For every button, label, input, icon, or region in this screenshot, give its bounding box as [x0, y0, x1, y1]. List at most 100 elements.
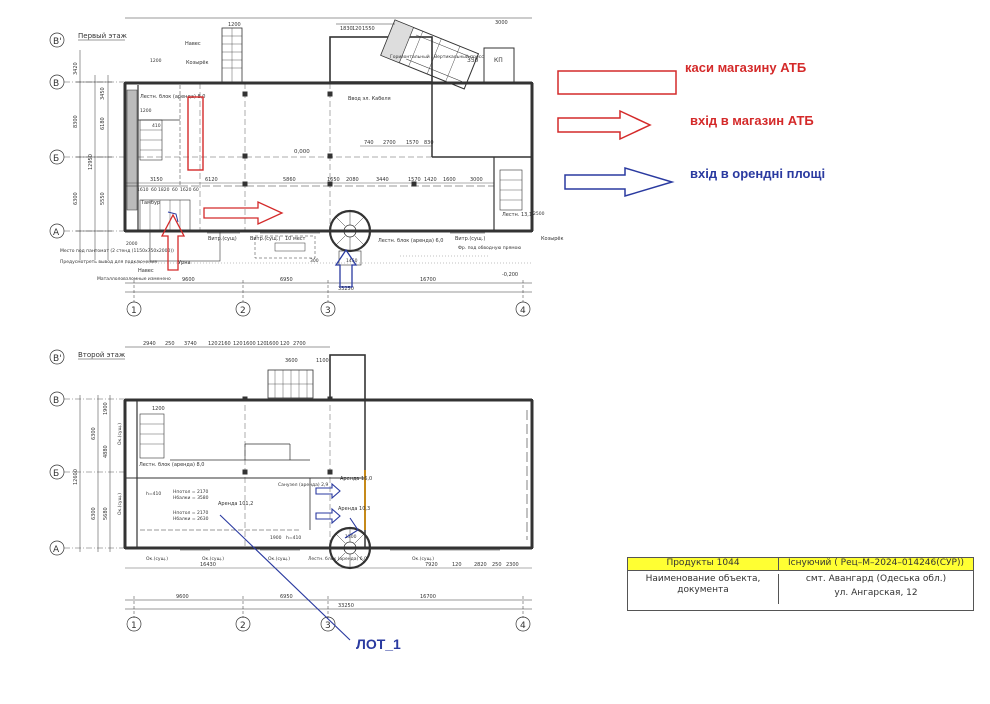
rent-entry-arrow-f2b [315, 507, 341, 525]
lot-label: ЛОТ_1 [356, 636, 401, 652]
f1-axis-row-0: В' [53, 37, 62, 47]
stamp-status: Існуючий ( Рец–М–2024–014246(СУР)) [779, 558, 973, 571]
f1-inner-6: 1570 [408, 177, 421, 183]
rent-entry-arrow-f2a [315, 482, 341, 500]
floor2-row-axes: В' В Б А [49, 349, 125, 556]
f1-span-1: 6950 [280, 277, 293, 283]
f2-1900: 1900 [270, 535, 282, 541]
f1-inner-7: 1420 [424, 177, 437, 183]
f2-top-10: 2700 [293, 341, 306, 347]
stamp-name-label: Наименование объекта, документа [628, 574, 779, 604]
f1-inner2-3: 830 [424, 140, 434, 146]
f2-top-1: 250 [165, 341, 175, 347]
f1-inner-4: 2080 [346, 177, 359, 183]
f1-2000: 2000 [126, 241, 138, 247]
f1-410: 410 [152, 123, 161, 129]
f2-top-3: 120 [208, 341, 218, 347]
f1-small-1: 60 [151, 187, 157, 193]
f1-300: 300 [310, 258, 319, 264]
floor1-annotations [160, 96, 358, 288]
f1-kp: КП [494, 57, 503, 64]
f2-left-1: 6300 [91, 427, 97, 440]
f1-level-m: -0,200 [502, 272, 518, 278]
f1-small-4: 1620 [180, 187, 192, 193]
f2-axis-col-1: 2 [240, 621, 246, 631]
f1-left-dim-4: 6300 [73, 192, 79, 205]
f1-axis-row-1: В [53, 79, 59, 89]
f1-left-dim-2: 6180 [100, 117, 106, 130]
f2-bi-1: 7920 [425, 562, 438, 568]
f1-inner-8: 1600 [443, 177, 456, 183]
f1-axis-row-2: Б [53, 154, 59, 164]
f2-top-4: 2160 [218, 341, 231, 347]
f2-sanuzel: Санузел (аренда) 2,9 [278, 482, 328, 488]
f1-lestn2: Лестн. блок (аренда) 6,0 [378, 238, 443, 244]
f1-small-2: 1820 [158, 187, 170, 193]
f1-n1200a: 1200 [228, 22, 241, 28]
f2-ok1: Ок.(сущ.) [117, 423, 123, 445]
f1-mest: 10 мест [285, 236, 306, 242]
f1-350: 350 [467, 57, 479, 64]
f1-inner2-1: 2700 [383, 140, 396, 146]
f1-top-dim-2: 1550 [362, 26, 375, 32]
legend-atb-entry-arrow [557, 109, 652, 141]
f2-3600: 3600 [285, 358, 298, 364]
f2-ok5: Ок.(сущ.) [268, 556, 290, 562]
f2-left-2: 4880 [103, 445, 109, 458]
f1-navis: Навес [185, 41, 201, 47]
f2-1200: 1200 [152, 406, 165, 412]
f2-ceil2: Нпотол = 2170 [173, 510, 209, 516]
f1-vitr3: Витр.(сущ.) [455, 236, 485, 242]
floor2-plan: Второй этаж В' В Б А 1900 6300 4880 1260… [49, 341, 534, 641]
f2-axis-row-3: А [53, 545, 60, 555]
f1-vitr2: Витр.(сущ.) [250, 236, 280, 242]
f2-axis-col-3: 4 [520, 621, 526, 631]
stamp-product: Продукты 1044 [628, 558, 779, 571]
floor1-walls: КП 350 [123, 19, 534, 266]
f1-top-dim-1: 120 [352, 26, 362, 32]
f1-left-dim-0: 3420 [73, 62, 79, 75]
f1-top-dim-3: 3000 [495, 20, 508, 26]
f1-small-5: 60 [193, 187, 199, 193]
floor2-annotations [219, 482, 359, 641]
f2-beam1: Нбалки = 3580 [173, 495, 209, 501]
atb-entry-arrow-up [160, 213, 186, 271]
f1-left-dim-6: 3450 [100, 87, 106, 100]
f2-bi-3: 2820 [474, 562, 487, 568]
f1-small-3: 60 [172, 187, 178, 193]
f1-navis2: Навес [138, 268, 154, 274]
f1-note4: Фр. под обводную прямою [458, 245, 521, 251]
f2-ok3: Ок.(сущ.) [146, 556, 168, 562]
f1-vvod: Ввод эл. Кабеля [348, 96, 391, 102]
f2-ok6: Ок.(сущ.) [412, 556, 434, 562]
f1-lestn1: Лестн. блок (аренда) 8,0 [140, 94, 205, 100]
floor2-labels: 1200 Лестн. блок (аренда) 8,0 Ок.(сущ.) … [117, 406, 434, 562]
legend-rent-entry-arrow [564, 166, 675, 198]
f2-h2: h=410 [286, 535, 301, 541]
f1-inner-2: 5860 [283, 177, 296, 183]
floor2-bottom-dims: 9600 6950 16700 33250 1 2 3 4 [125, 594, 532, 632]
f2-bi-4: 250 [492, 562, 502, 568]
rent-entry-arrow [334, 248, 358, 288]
f2-span-2: 16700 [420, 594, 436, 600]
floor2-walls [123, 354, 534, 570]
floor1-title: Первый этаж [78, 32, 128, 40]
title-block: Продукты 1044 Існуючий ( Рец–М–2024–0142… [627, 557, 974, 611]
f2-arenda16: Аренда 16,0 [340, 476, 372, 482]
f1-inner-0: 3150 [150, 177, 163, 183]
f1-kozyrek: Козырёк [186, 60, 209, 66]
f1-1450: 1450 [346, 258, 358, 264]
f1-tambur: Тамбур [140, 200, 160, 206]
f2-bi-2: 120 [452, 562, 462, 568]
legend-atb-entry-label: вхід в магазин АТБ [690, 113, 814, 128]
f1-lestn3: Лестн. 13,1 [502, 212, 532, 218]
f1-inner-3: 1650 [327, 177, 340, 183]
f2-bi-0: 16430 [200, 562, 216, 568]
f1-small-0: 1610 [137, 187, 149, 193]
f2-axis-row-2: Б [53, 469, 59, 479]
f1-left-dim-3: 12950 [88, 154, 94, 170]
f2-left-5: 5680 [103, 507, 109, 520]
f2-arenda101: Аренда 101,2 [218, 501, 253, 507]
f2-top-9: 120 [280, 341, 290, 347]
f2-top-7: 120 [257, 341, 267, 347]
